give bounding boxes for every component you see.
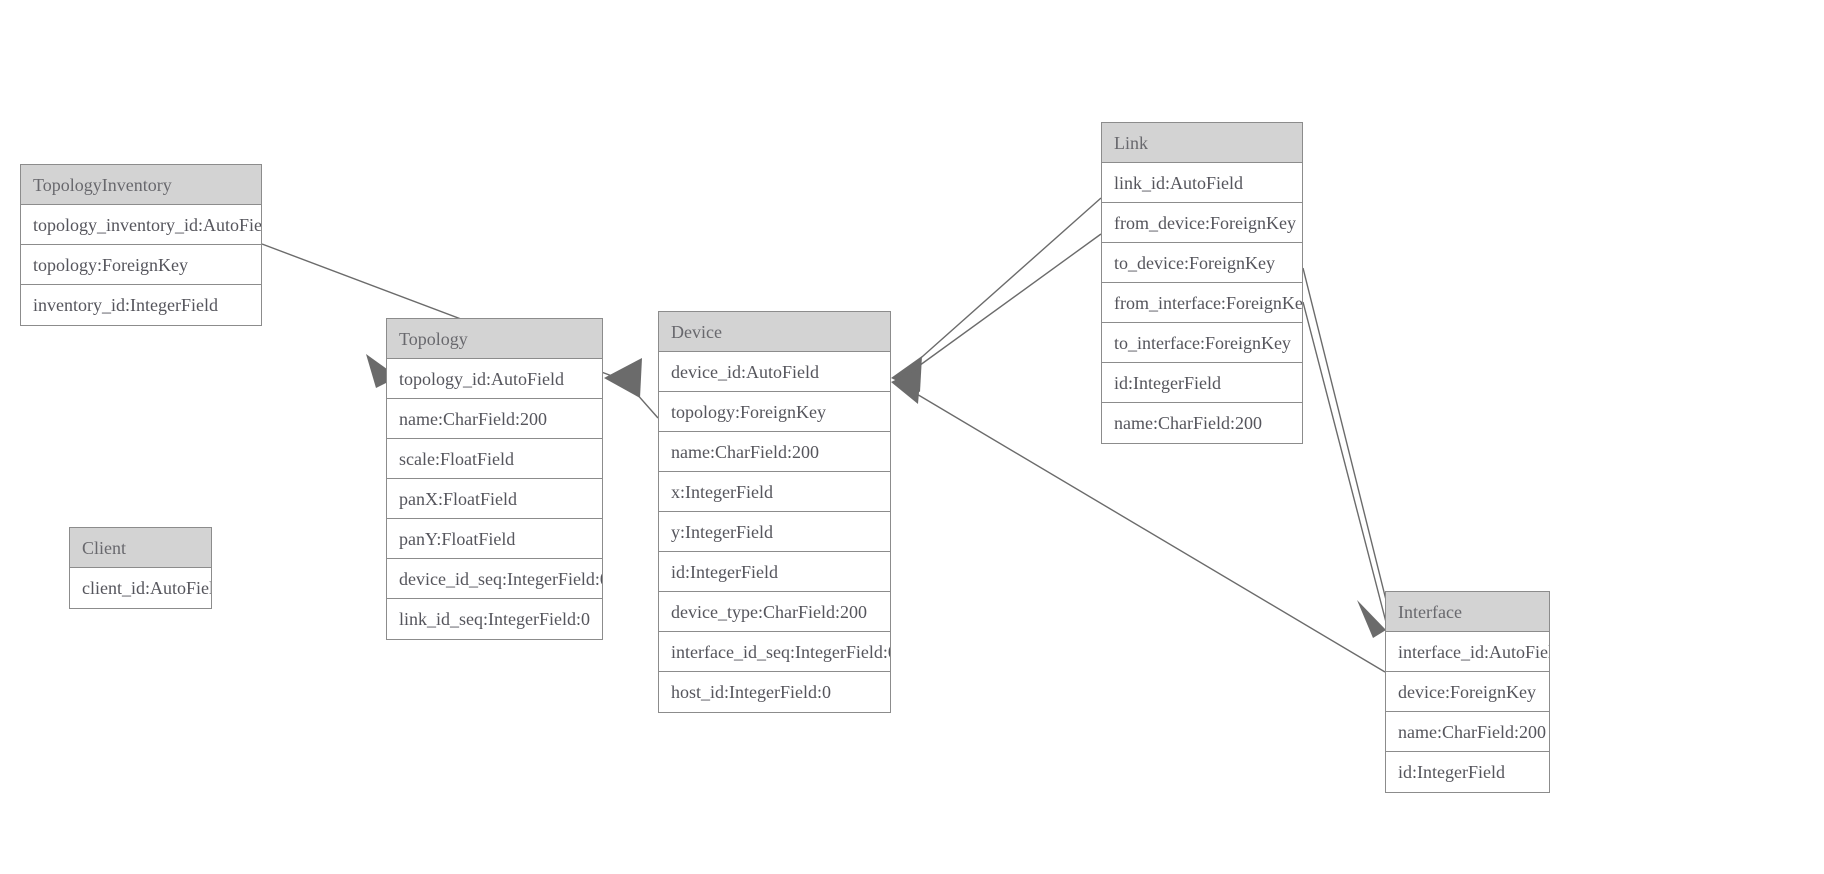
entity-field[interactable]: to_interface:ForeignKey (1102, 323, 1302, 363)
entity-field[interactable]: device_id_seq:IntegerField:0 (387, 559, 602, 599)
entity-field[interactable]: panX:FloatField (387, 479, 602, 519)
entity-title-interface: Interface (1386, 592, 1549, 632)
relationship-link-fromdevice-device (904, 197, 1102, 373)
relationship-device-topology (604, 358, 659, 419)
entity-field[interactable]: from_device:ForeignKey (1102, 203, 1302, 243)
entity-title-device: Device (659, 312, 890, 352)
entity-field[interactable]: name:CharField:200 (1386, 712, 1549, 752)
relationship-link-todevice-device (904, 233, 1102, 377)
relationship-link-frominterface-interface (1302, 267, 1393, 625)
entity-title-link: Link (1102, 123, 1302, 163)
entity-field[interactable]: host_id:IntegerField:0 (659, 672, 890, 712)
relationship-link-tointerface-interface (1302, 301, 1388, 627)
entity-field[interactable]: device:ForeignKey (1386, 672, 1549, 712)
entity-field[interactable]: name:CharField:200 (659, 432, 890, 472)
entity-field[interactable]: inventory_id:IntegerField (21, 285, 261, 325)
entity-field[interactable]: link_id_seq:IntegerField:0 (387, 599, 602, 639)
entity-field[interactable]: panY:FloatField (387, 519, 602, 559)
entity-field[interactable]: name:CharField:200 (387, 399, 602, 439)
entity-field[interactable]: client_id:AutoField (70, 568, 211, 608)
entity-field[interactable]: topology:ForeignKey (21, 245, 261, 285)
entity-field[interactable]: id:IntegerField (1102, 363, 1302, 403)
entity-field[interactable]: id:IntegerField (1386, 752, 1549, 792)
entity-field[interactable]: scale:FloatField (387, 439, 602, 479)
entity-title-client: Client (70, 528, 211, 568)
entity-field[interactable]: topology:ForeignKey (659, 392, 890, 432)
entity-field[interactable]: device_id:AutoField (659, 352, 890, 392)
entity-field[interactable]: to_device:ForeignKey (1102, 243, 1302, 283)
entity-field[interactable]: id:IntegerField (659, 552, 890, 592)
entity-field[interactable]: from_interface:ForeignKey (1102, 283, 1302, 323)
entity-field[interactable]: y:IntegerField (659, 512, 890, 552)
arrowhead-into-device (891, 356, 922, 404)
entity-title-topology: Topology (387, 319, 602, 359)
entity-field[interactable]: device_type:CharField:200 (659, 592, 890, 632)
entity-field[interactable]: link_id:AutoField (1102, 163, 1302, 203)
entity-field[interactable]: interface_id_seq:IntegerField:0 (659, 632, 890, 672)
entity-title-topology-inventory: TopologyInventory (21, 165, 261, 205)
entity-field[interactable]: topology_id:AutoField (387, 359, 602, 399)
entity-field[interactable]: topology_inventory_id:AutoField (21, 205, 261, 245)
entity-field[interactable]: interface_id:AutoField (1386, 632, 1549, 672)
entity-field[interactable]: name:CharField:200 (1102, 403, 1302, 443)
entity-field[interactable]: x:IntegerField (659, 472, 890, 512)
arrowhead-into-interface (1357, 600, 1386, 638)
